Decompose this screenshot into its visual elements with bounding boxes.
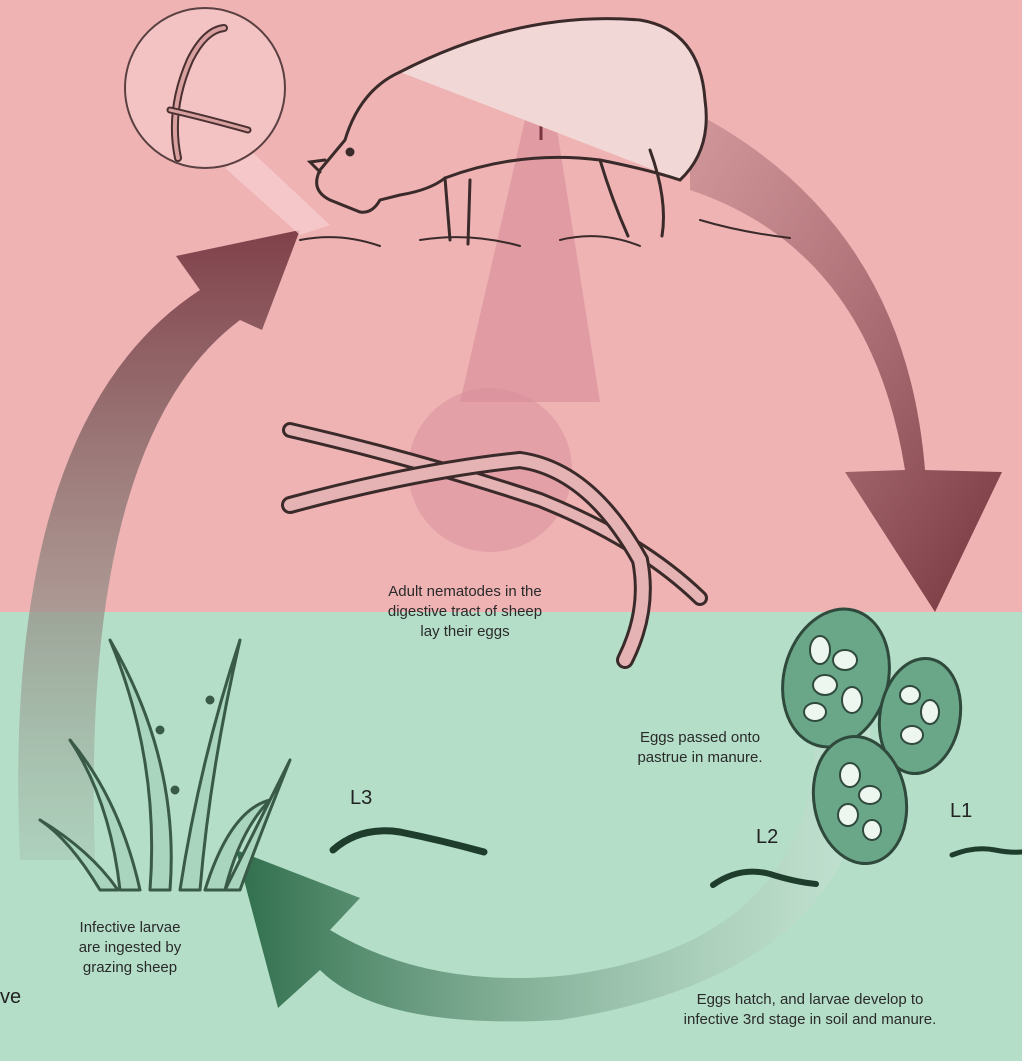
magnified-worm-icon xyxy=(125,8,285,168)
stage-l3-label: L3 xyxy=(350,787,372,810)
stage-l2-label: L2 xyxy=(756,826,778,849)
infective-larvae-label: Infective larvae are ingested by grazing… xyxy=(40,918,220,978)
stage-l1-label: L1 xyxy=(950,800,972,823)
eggs-passed-label: Eggs passed onto pastrue in manure. xyxy=(600,728,800,768)
adult-nematodes-label: Adult nematodes in the digestive tract o… xyxy=(340,582,590,642)
eggs-hatch-label: Eggs hatch, and larvae develop to infect… xyxy=(610,990,1010,1030)
edge-fragment-label: ve xyxy=(0,986,21,1009)
